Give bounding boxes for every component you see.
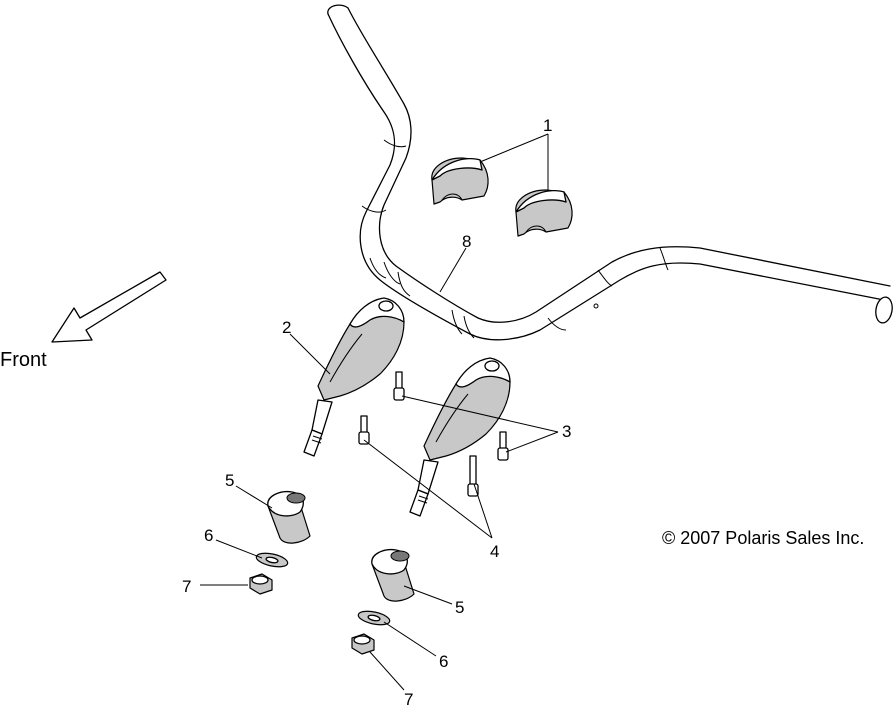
front-arrow-icon — [51, 271, 167, 343]
bushing-left — [267, 490, 311, 544]
callout-1: 1 — [543, 116, 552, 135]
upper-clamp-right — [515, 189, 573, 237]
riser-right — [409, 357, 511, 517]
callout-8: 8 — [462, 232, 471, 251]
leader-lines — [200, 133, 559, 691]
callout-5-left: 5 — [225, 471, 234, 490]
bolt-4a — [358, 415, 370, 445]
callout-4: 4 — [490, 542, 499, 561]
bushing-right — [371, 548, 415, 602]
riser-left — [303, 297, 405, 457]
callout-7-left: 7 — [182, 577, 191, 596]
nut-left — [249, 573, 273, 595]
washer-left — [255, 552, 289, 568]
upper-clamp-left — [431, 157, 489, 205]
bolt-3b — [497, 431, 509, 461]
callout-3: 3 — [562, 422, 571, 441]
callout-6-left: 6 — [204, 526, 213, 545]
callout-5-right: 5 — [455, 598, 464, 617]
callout-7-right: 7 — [404, 690, 413, 706]
callout-6-right: 6 — [439, 652, 448, 671]
washer-right — [357, 610, 391, 626]
copyright-text: © 2007 Polaris Sales Inc. — [662, 528, 864, 548]
front-label: Front — [0, 349, 47, 371]
callout-2: 2 — [282, 318, 291, 337]
bolt-3a — [393, 371, 405, 401]
nut-right — [351, 633, 375, 655]
handlebar — [327, 4, 893, 341]
